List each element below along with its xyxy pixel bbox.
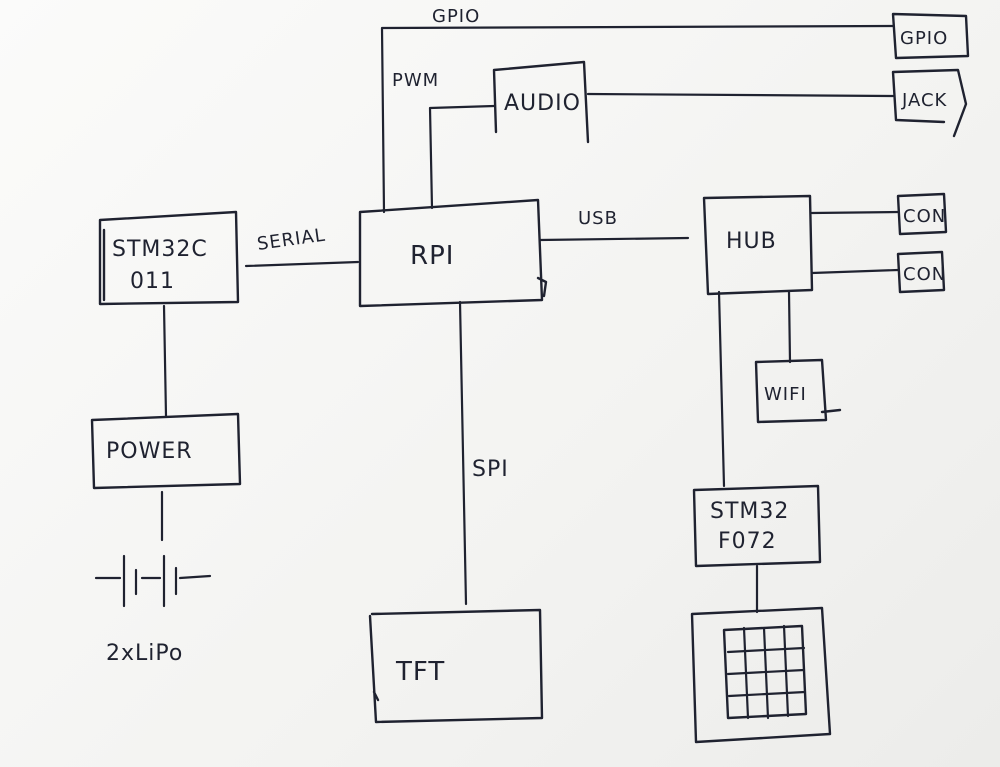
stm32f-box bbox=[692, 484, 822, 568]
hub-wifi-wire bbox=[787, 290, 792, 364]
stm32f-label-line2: F072 bbox=[718, 529, 777, 554]
hub-box bbox=[702, 194, 814, 296]
audio-jack-wire bbox=[586, 92, 895, 98]
stm32c-label-line1: STM32C bbox=[112, 237, 208, 262]
power-label: POWER bbox=[106, 439, 193, 464]
serial-edge-label: SERIAL bbox=[256, 225, 327, 255]
jack-label: JACK bbox=[901, 90, 948, 111]
pwm-wire bbox=[428, 104, 496, 210]
rpi-box bbox=[358, 198, 548, 308]
hub-label: HUB bbox=[726, 229, 777, 254]
usb-wire bbox=[538, 236, 690, 242]
stm32c-power-wire bbox=[162, 304, 168, 418]
gpio-wire bbox=[380, 24, 895, 214]
spi-wire bbox=[458, 300, 468, 606]
jack-box bbox=[891, 68, 968, 138]
gpio-out-label: GPIO bbox=[900, 28, 948, 49]
audio-label: AUDIO bbox=[504, 91, 581, 116]
rpi-label: RPI bbox=[410, 241, 454, 271]
battery-label: 2xLiPo bbox=[106, 641, 183, 666]
con1-box bbox=[896, 192, 948, 236]
hub-con2-wire bbox=[810, 268, 900, 275]
keypad-grid-icon bbox=[722, 624, 808, 720]
hub-con1-wire bbox=[810, 210, 900, 215]
keypad-outer-box bbox=[690, 606, 832, 744]
stm32c-box bbox=[98, 210, 240, 306]
wifi-box bbox=[754, 358, 842, 424]
con2-box bbox=[896, 250, 946, 294]
usb-edge-label: USB bbox=[578, 208, 618, 229]
gpio-out-box bbox=[891, 12, 970, 60]
gpio-edge-label: GPIO bbox=[432, 6, 480, 27]
spi-edge-label: SPI bbox=[472, 457, 509, 482]
power-box bbox=[90, 412, 242, 490]
audio-box bbox=[492, 60, 590, 144]
con2-label: CON bbox=[903, 264, 946, 285]
con1-label: CON bbox=[903, 206, 946, 227]
stm32f-label-line1: STM32 bbox=[710, 499, 789, 524]
tft-box bbox=[368, 608, 544, 724]
tft-label: TFT bbox=[395, 657, 445, 687]
pwm-edge-label: PWM bbox=[392, 70, 439, 91]
serial-wire bbox=[244, 260, 360, 268]
battery-symbol-icon bbox=[94, 554, 212, 608]
hub-stm32f-wire bbox=[717, 290, 726, 488]
wifi-label: WIFI bbox=[764, 384, 807, 405]
stm32c-label-line2: 011 bbox=[130, 269, 175, 294]
